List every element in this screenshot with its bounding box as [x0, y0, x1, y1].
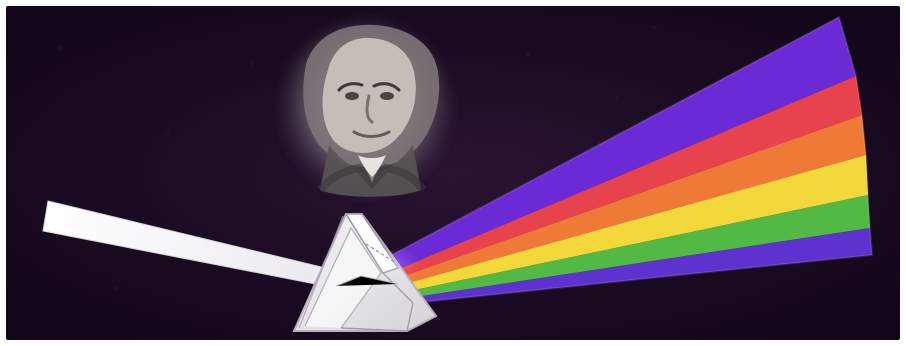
scene-svg [6, 6, 900, 340]
portrait-illustration [278, 22, 454, 206]
newton-prism-scene [6, 6, 900, 340]
